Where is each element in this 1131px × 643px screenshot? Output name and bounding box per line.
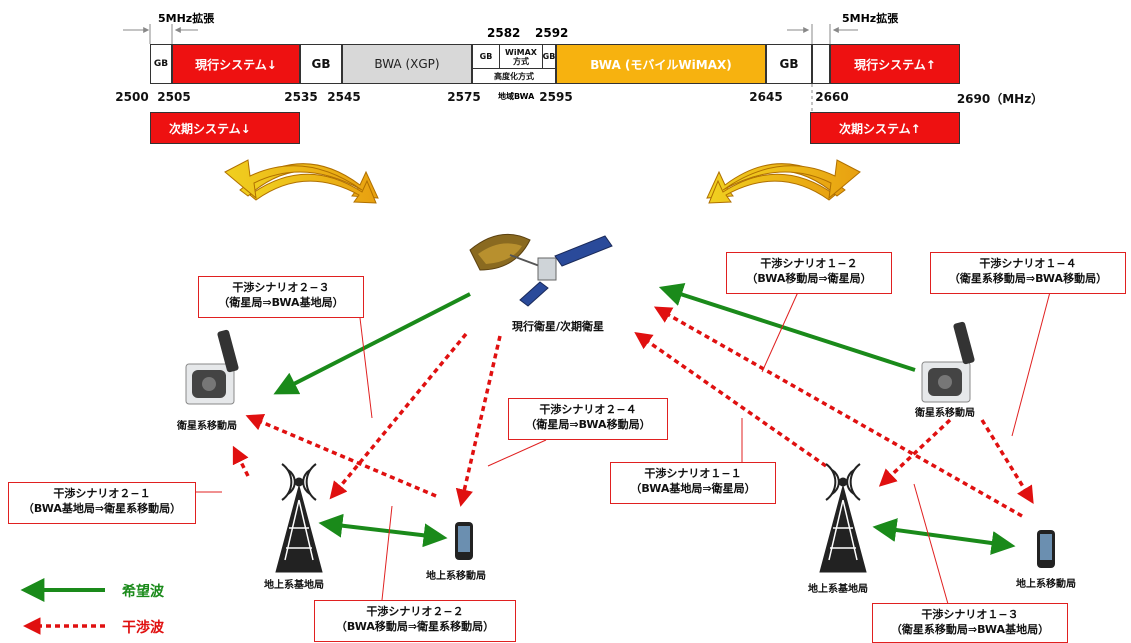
- legend-arrows: [20, 578, 105, 635]
- tick-label: 2645: [749, 90, 783, 104]
- scenario-desc: （BWA移動局⇒衛星系移動局）: [335, 620, 495, 633]
- scenario-title: 干渉シナリオ２−３: [232, 281, 330, 294]
- satellite-mobile-icon: [185, 329, 239, 405]
- transition-arrows-left: [224, 159, 379, 204]
- band-ext-right: [812, 44, 830, 84]
- base-station-label-left: 地上系基地局: [264, 580, 324, 591]
- scenario-title: 干渉シナリオ１−１: [644, 467, 742, 480]
- scenario-desc: （衛星系移動局⇒BWA移動局）: [948, 272, 1108, 285]
- terrestrial-mobile-label-right: 地上系移動局: [1016, 579, 1076, 590]
- satellite-mobile-label-right: 衛星系移動局: [915, 408, 975, 419]
- tick-label: 2595: [539, 90, 573, 104]
- band-current-up: 現行システム↑: [830, 44, 960, 84]
- scenario-title: 干渉シナリオ２−４: [539, 403, 637, 416]
- scenario-1-2-box: 干渉シナリオ１−２ （BWA移動局⇒衛星局）: [726, 252, 892, 294]
- band-next-up: 次期システム↑: [810, 112, 960, 144]
- ext-label-right: 5MHz拡張: [842, 12, 899, 25]
- scenario-2-1-box: 干渉シナリオ２−１ （BWA基地局⇒衛星系移動局）: [8, 482, 196, 524]
- legend-desired-label: 希望波: [122, 584, 164, 600]
- band-bwa-mobile: BWA (モバイルWiMAX): [556, 44, 766, 84]
- scenario-desc: （衛星局⇒BWA基地局）: [218, 296, 344, 309]
- band-gb-2: GB: [300, 44, 342, 84]
- terrestrial-mobile-icon: [1037, 530, 1055, 568]
- interference-wave-arrows: [232, 306, 1034, 518]
- regional-bwa-label: 地域BWA: [498, 92, 535, 101]
- scenario-desc: （BWA基地局⇒衛星系移動局）: [22, 502, 182, 515]
- scenario-title: 干渉シナリオ１−２: [760, 257, 858, 270]
- satellite-label: 現行衛星/次期衛星: [511, 320, 605, 333]
- scenario-2-4-box: 干渉シナリオ２−４ （衛星局⇒BWA移動局）: [508, 398, 668, 440]
- base-station-label-right: 地上系基地局: [808, 584, 868, 595]
- base-station-tower-icon: [819, 463, 867, 573]
- scenario-title: 干渉シナリオ２−１: [53, 487, 151, 500]
- scenario-desc: （BWA移動局⇒衛星局）: [746, 272, 872, 285]
- tick-label: 2545: [327, 90, 361, 104]
- tick-label: 2575: [447, 90, 481, 104]
- desired-wave-arrows: [273, 283, 1016, 555]
- scenario-title: 干渉シナリオ２−２: [366, 605, 464, 618]
- ext-label-left: 5MHz拡張: [158, 12, 215, 25]
- tick-label: 2500: [115, 90, 149, 104]
- wimax-label: WiMAX: [505, 47, 537, 57]
- tick-label: 2660: [815, 90, 849, 104]
- tick-label: 2505: [157, 90, 191, 104]
- band-advanced: 高度化方式: [494, 71, 534, 81]
- callout-leaders: [196, 291, 1051, 605]
- band-next-down: 次期システム↓: [150, 112, 300, 144]
- scenario-title: 干渉シナリオ１−４: [979, 257, 1077, 270]
- wimax-method-label: 方式: [513, 56, 529, 66]
- scenario-desc: （衛星局⇒BWA移動局）: [525, 418, 651, 431]
- scenario-1-3-box: 干渉シナリオ１−３ （衛星系移動局⇒BWA基地局）: [872, 603, 1068, 643]
- band-gb-1: GB: [150, 44, 172, 84]
- band-gb-5: GB: [766, 44, 812, 84]
- base-station-tower-icon: [275, 463, 323, 573]
- freq-2582: 2582: [487, 26, 521, 40]
- band-regional-bwa: GB WiMAX 方式 GB 高度化方式: [472, 44, 556, 84]
- ext-arrows: [123, 24, 858, 112]
- scenario-1-1-box: 干渉シナリオ１−１ （BWA基地局⇒衛星局）: [610, 462, 776, 504]
- scenario-1-4-box: 干渉シナリオ１−４ （衛星系移動局⇒BWA移動局）: [930, 252, 1126, 294]
- scenario-title: 干渉シナリオ１−３: [921, 608, 1019, 621]
- terrestrial-mobile-icon: [455, 522, 473, 560]
- satellite-icon: [469, 233, 613, 307]
- satellite-mobile-icon: [921, 321, 975, 403]
- tick-label: 2535: [284, 90, 318, 104]
- scenario-desc: （BWA基地局⇒衛星局）: [630, 482, 756, 495]
- band-wimax: WiMAX 方式: [500, 45, 543, 68]
- scenario-2-3-box: 干渉シナリオ２−３ （衛星局⇒BWA基地局）: [198, 276, 364, 318]
- band-current-down: 現行システム↓: [172, 44, 300, 84]
- scenario-desc: （衛星系移動局⇒BWA基地局）: [890, 623, 1050, 636]
- satellite-mobile-label-left: 衛星系移動局: [177, 421, 237, 432]
- terrestrial-mobile-label-left: 地上系移動局: [426, 571, 486, 582]
- tick-label: 2690（MHz）: [956, 92, 1044, 106]
- band-gb-3: GB: [473, 45, 500, 68]
- transition-arrows-right: [706, 159, 861, 204]
- band-bwa-xgp: BWA (XGP): [342, 44, 472, 84]
- band-gb-4: GB: [542, 52, 556, 61]
- scenario-2-2-box: 干渉シナリオ２−２ （BWA移動局⇒衛星系移動局）: [314, 600, 516, 642]
- legend-interference-label: 干渉波: [122, 620, 164, 636]
- freq-2592: 2592: [535, 26, 569, 40]
